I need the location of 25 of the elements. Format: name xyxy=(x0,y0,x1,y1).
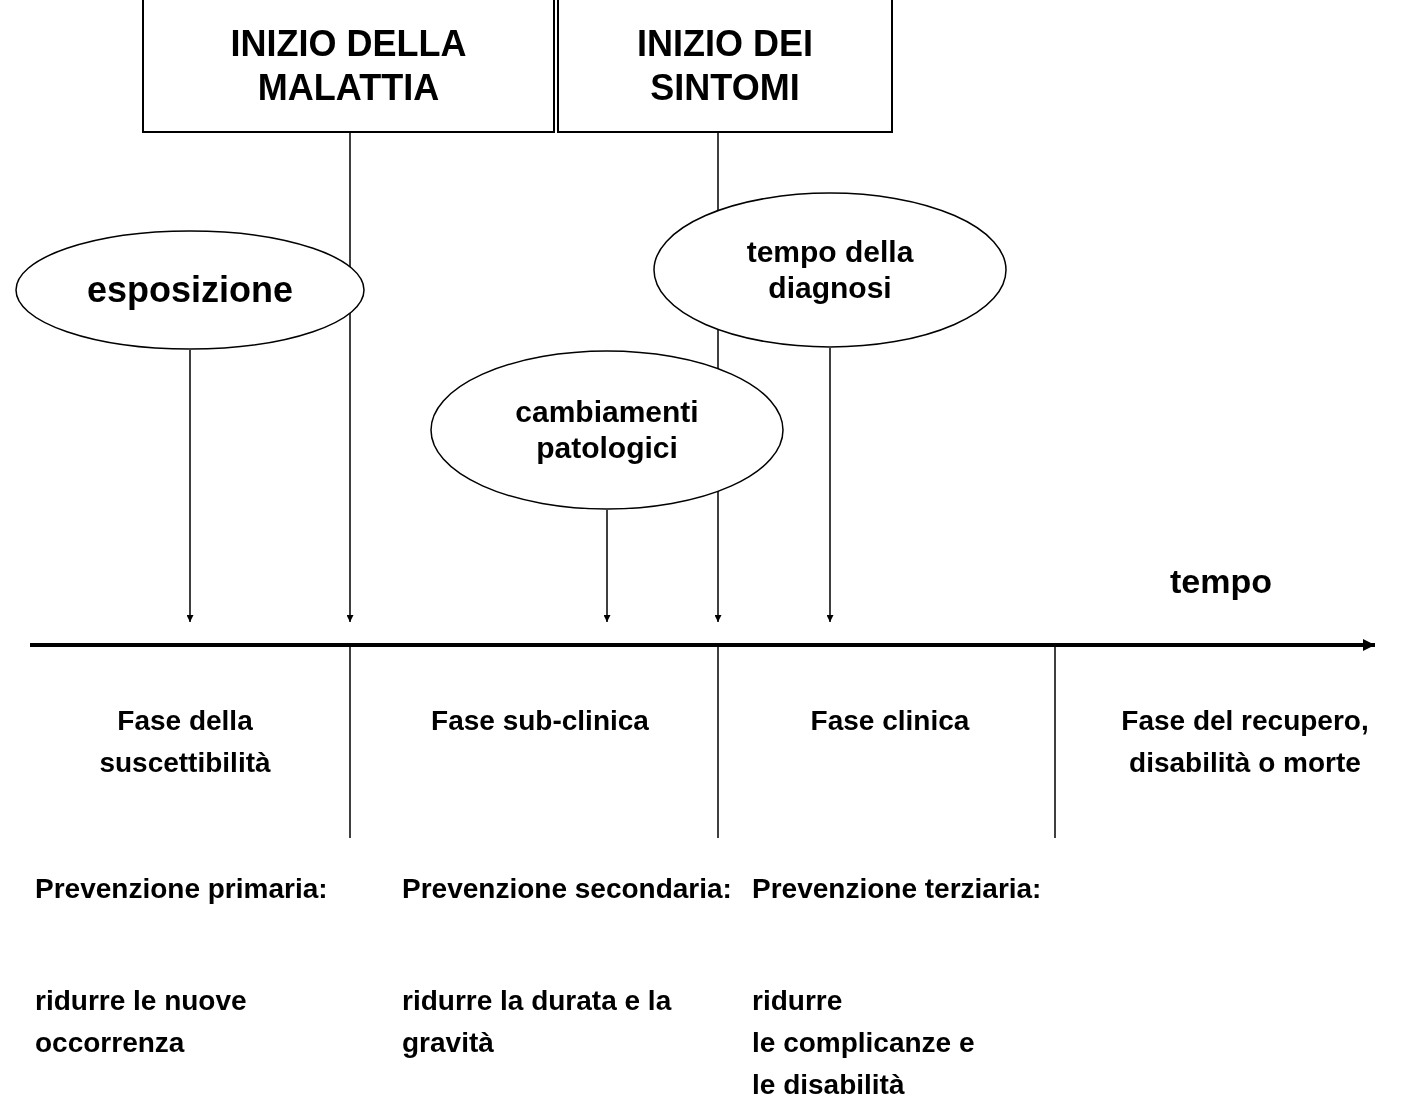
prevention-heading: Prevenzione terziaria: xyxy=(752,872,1043,906)
event-label: esposizione xyxy=(86,268,294,312)
event-title: INIZIO DELLA MALATTIA xyxy=(229,22,468,109)
prevention-goal: ridurre le nuove occorrenza xyxy=(35,984,248,1060)
event-title: INIZIO DEI SINTOMI xyxy=(636,22,814,109)
event-box xyxy=(557,0,893,133)
arrow xyxy=(346,132,354,623)
event-label: cambiamenti patologici xyxy=(514,394,700,466)
event-ellipse xyxy=(430,350,784,510)
event-ellipse xyxy=(15,230,365,350)
prevention-goal: ridurre la durata e la gravità xyxy=(402,984,673,1060)
event-label: tempo della diagnosi xyxy=(745,234,915,306)
phase-label: Fase clinica xyxy=(809,704,971,738)
axis-label: tempo xyxy=(1170,561,1273,602)
prevention-heading: Prevenzione primaria: xyxy=(35,872,329,906)
arrow xyxy=(826,347,834,623)
event-box xyxy=(142,0,555,133)
phase-label: Fase della suscettibilità xyxy=(98,704,272,780)
prevention-goal: ridurre le complicanze e le disabilità xyxy=(752,984,976,1102)
phase-label: Fase del recupero, disabilità o morte xyxy=(1120,704,1370,780)
event-ellipse xyxy=(653,192,1007,348)
arrow xyxy=(186,349,194,623)
phase-label: Fase sub-clinica xyxy=(430,704,650,738)
prevention-heading: Prevenzione secondaria: xyxy=(402,872,732,906)
arrow xyxy=(603,509,611,623)
